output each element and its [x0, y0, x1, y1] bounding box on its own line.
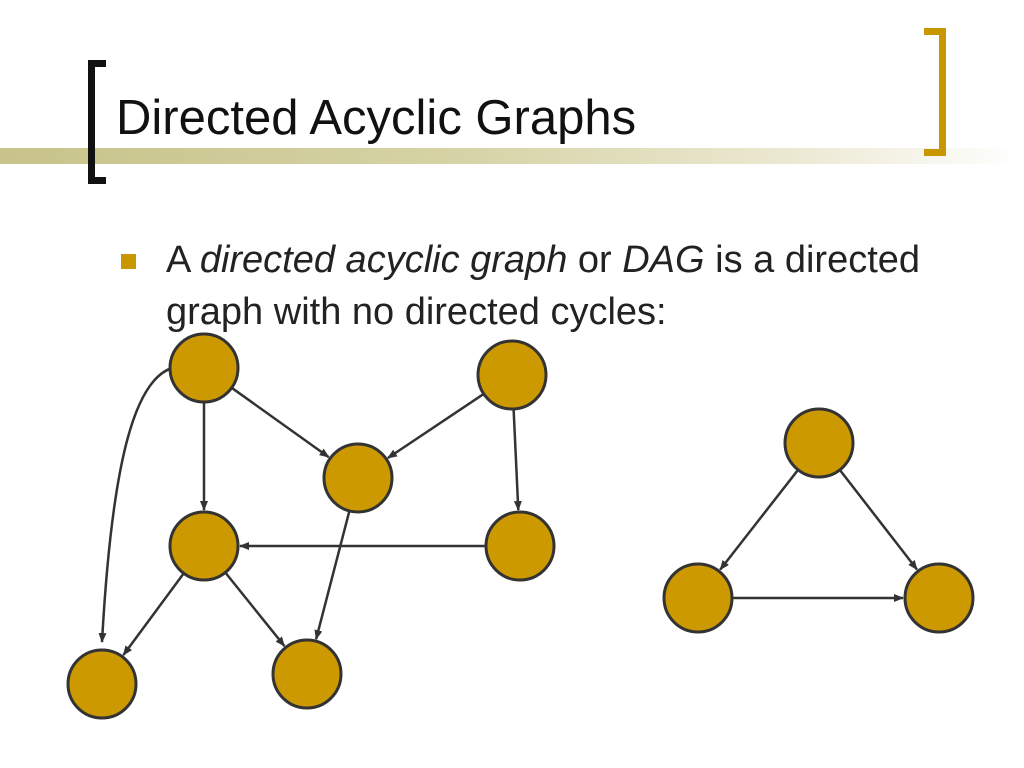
bullet-text-part2: or — [567, 239, 623, 281]
edge-n4-n7 — [224, 571, 286, 647]
left-bracket-decoration — [88, 60, 106, 184]
edge-t1-t2 — [719, 469, 800, 571]
term-directed-acyclic-graph: directed acyclic graph — [199, 239, 568, 281]
node-t2 — [662, 562, 734, 634]
slide-title: Directed Acyclic Graphs — [116, 91, 637, 145]
node-n2 — [476, 339, 548, 411]
bullet-square-icon — [121, 254, 136, 269]
bullet-text: A directed acyclic graph or DAG is a dir… — [166, 234, 986, 338]
edge-t1-t3 — [838, 469, 918, 571]
bullet-text-part1: A — [166, 239, 200, 281]
term-dag: DAG — [622, 239, 705, 281]
edge-n1-n6 — [98, 366, 173, 643]
title-stripe — [0, 148, 1024, 164]
node-n1 — [168, 332, 240, 404]
right-bracket-decoration — [924, 28, 946, 156]
edge-n1-n3 — [230, 386, 330, 459]
bullet-text-part3: is a directed graph with no directed cyc… — [166, 239, 921, 333]
edge-n3-n7 — [314, 510, 351, 641]
node-n3 — [322, 442, 394, 514]
node-n5 — [484, 510, 556, 582]
edge-n2-n5 — [512, 408, 522, 511]
node-n6 — [66, 648, 138, 720]
node-n7 — [271, 638, 343, 710]
node-t1 — [783, 407, 855, 479]
node-n4 — [168, 510, 240, 582]
edge-n2-n3 — [387, 392, 485, 460]
node-t3 — [903, 562, 975, 634]
edge-n4-n6 — [122, 572, 185, 656]
